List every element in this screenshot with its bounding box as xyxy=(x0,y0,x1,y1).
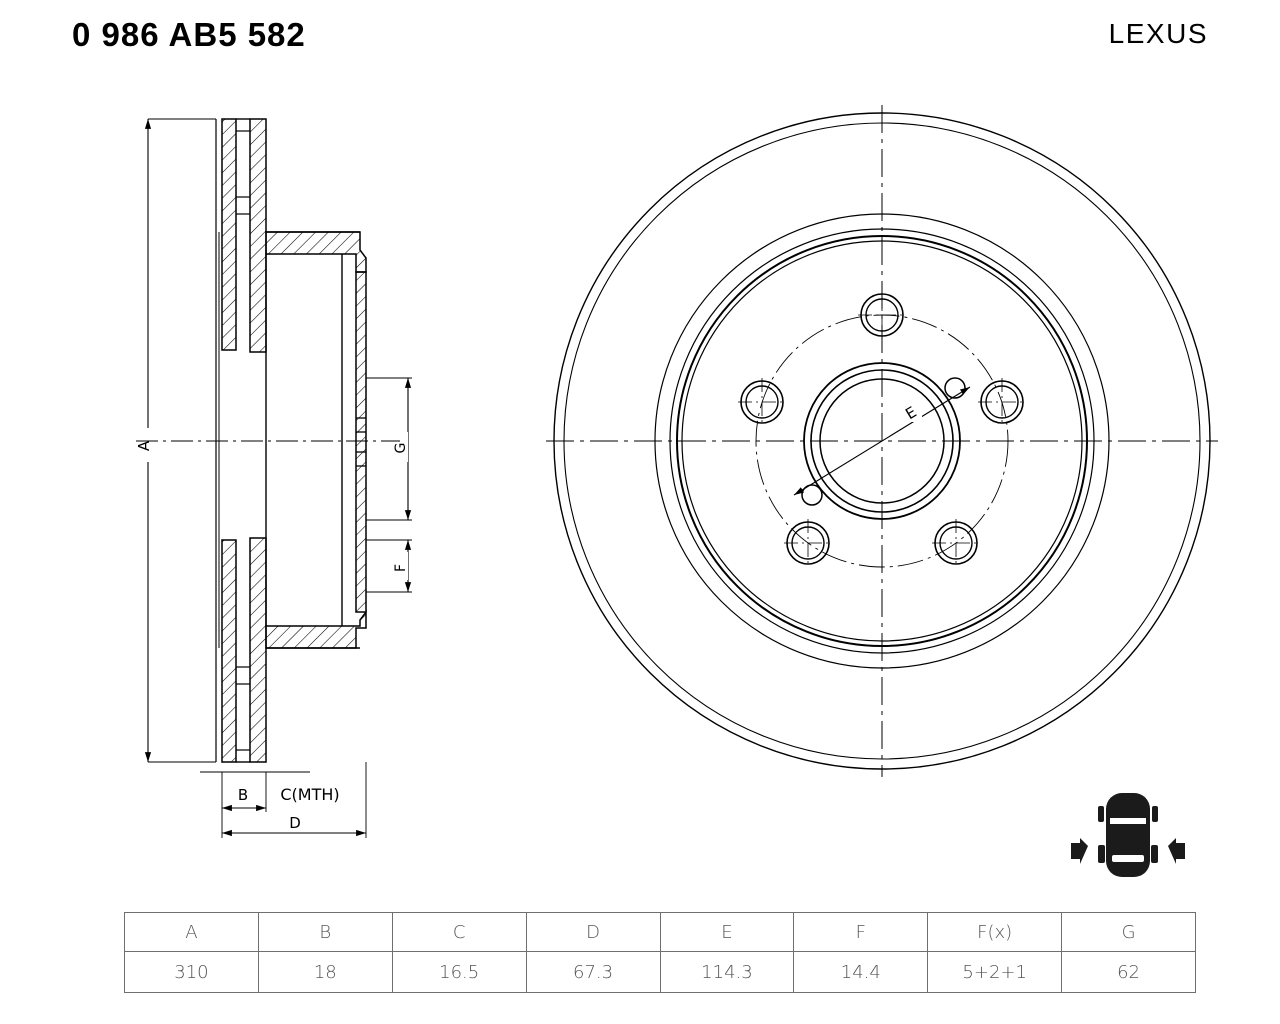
dimension-label-B: B xyxy=(238,786,248,804)
dimension-B: B xyxy=(221,772,267,812)
face-view: E xyxy=(546,105,1218,777)
friction-ring-bottom xyxy=(221,537,267,763)
table-value-cell: 67.3 xyxy=(525,951,661,993)
table-value-cell: 14.4 xyxy=(793,951,929,993)
bolt-hole xyxy=(784,519,832,567)
table-value-cell: 18 xyxy=(257,951,393,993)
bolt-hole xyxy=(978,378,1026,426)
table-header-cell: B xyxy=(257,912,393,952)
small-hole xyxy=(944,377,966,399)
rear-axle-car-icon xyxy=(1071,793,1185,877)
table-header-cell: F(x) xyxy=(927,912,1063,952)
table-value-cell: 16.5 xyxy=(391,951,527,993)
table-header-cell: D xyxy=(525,912,661,952)
table-header-cell: G xyxy=(1061,912,1196,952)
table-header-cell: F xyxy=(793,912,929,952)
dimension-C: C(MTH) xyxy=(200,771,340,804)
table-header-cell: C xyxy=(391,912,527,952)
table-value-cell: 62 xyxy=(1061,951,1196,993)
dimension-A: A xyxy=(132,118,216,763)
brand-name: LEXUS xyxy=(1108,18,1208,49)
dimension-label-F: F xyxy=(393,564,409,572)
dimension-table: A B C D E F F(x) G 310 18 16.5 67.3 114.… xyxy=(124,912,1196,993)
hub-web-top xyxy=(265,231,367,273)
dimension-label-C: C(MTH) xyxy=(280,785,339,804)
dimension-label-A: A xyxy=(135,440,153,451)
dimension-F: F xyxy=(366,539,412,593)
hub-barrel xyxy=(355,271,367,613)
friction-ring-top xyxy=(221,118,267,353)
table-header-cell: A xyxy=(124,912,259,952)
table-value-cell: 5+2+1 xyxy=(927,951,1063,993)
hub-web-bottom xyxy=(265,609,367,649)
dimension-label-G: G xyxy=(393,443,409,454)
table-value-cell: 310 xyxy=(124,951,259,993)
bolt-hole xyxy=(932,519,980,567)
table-value-cell: 114.3 xyxy=(659,951,795,993)
bolt-hole xyxy=(738,378,786,426)
rear-axle-marker-right xyxy=(1168,838,1185,864)
dimension-label-D: D xyxy=(289,814,301,832)
cross-section-view: A G F xyxy=(132,118,412,838)
bore-wall xyxy=(265,254,343,626)
rear-axle-marker-left xyxy=(1071,838,1088,864)
dimension-D: D xyxy=(221,762,367,838)
table-header-row: A B C D E F F(x) G xyxy=(124,912,1196,952)
table-header-cell: E xyxy=(659,912,795,952)
dimension-G: G xyxy=(366,377,412,521)
part-number: 0 986 AB5 582 xyxy=(72,16,306,53)
table-value-row: 310 18 16.5 67.3 114.3 14.4 5+2+1 62 xyxy=(124,951,1196,993)
